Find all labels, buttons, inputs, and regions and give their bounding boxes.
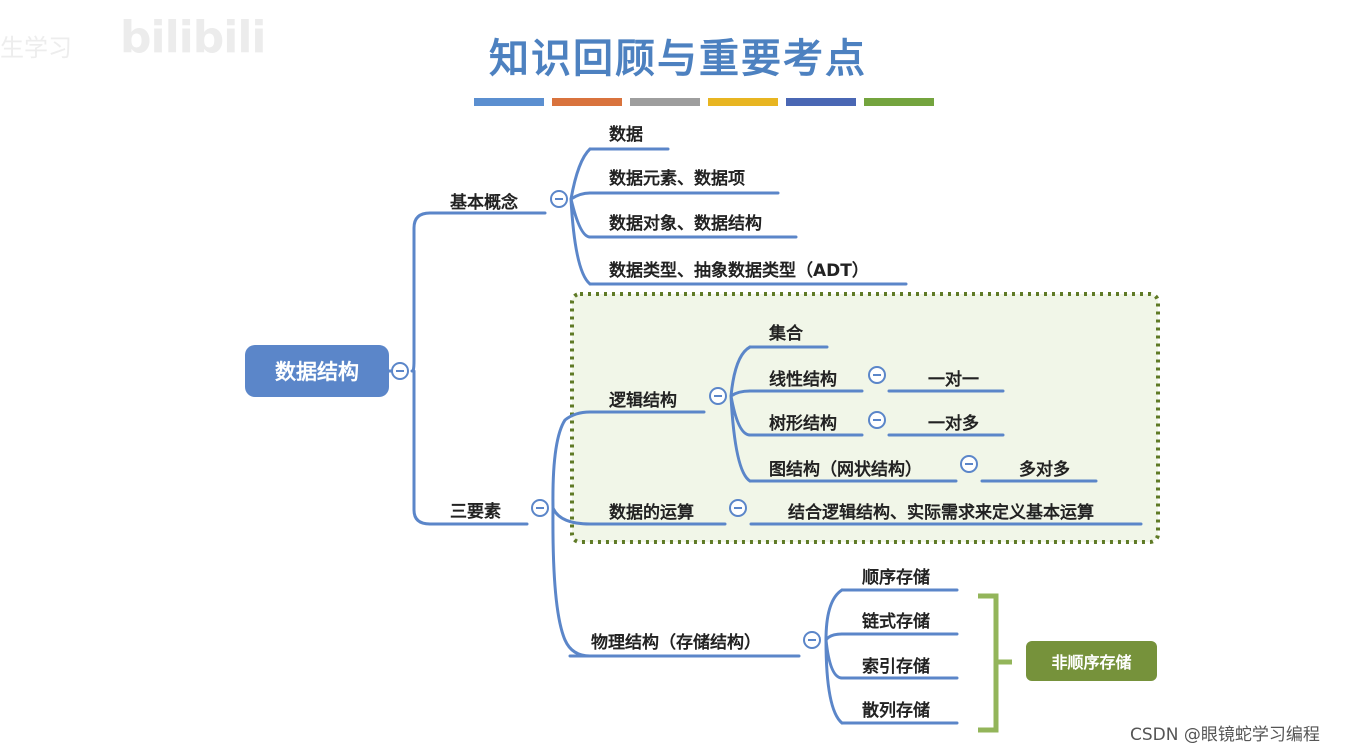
palette-segment <box>786 98 856 106</box>
connector-three <box>551 410 592 658</box>
node-logical-3[interactable]: 图结构（网状结构） <box>769 460 922 480</box>
palette-segment <box>864 98 934 106</box>
node-logical-1[interactable]: 线性结构 <box>769 370 837 390</box>
node-basic-3[interactable]: 数据类型、抽象数据类型（ADT） <box>609 261 869 281</box>
node-basic-0[interactable]: 数据 <box>609 125 643 145</box>
node-logical-2[interactable]: 树形结构 <box>769 414 837 434</box>
node-physical-0[interactable]: 顺序存储 <box>862 568 930 588</box>
color-palette-bar <box>474 98 934 106</box>
node-three[interactable]: 三要素 <box>450 502 501 522</box>
palette-segment <box>708 98 778 106</box>
node-rel-1[interactable]: 一对一 <box>928 370 979 390</box>
node-rel-2[interactable]: 一对多 <box>928 414 979 434</box>
node-physical-3[interactable]: 散列存储 <box>862 701 930 721</box>
node-ops-desc[interactable]: 结合逻辑结构、实际需求来定义基本运算 <box>788 503 1094 523</box>
node-basic-2[interactable]: 数据对象、数据结构 <box>609 214 762 234</box>
collapse-toggles <box>391 190 978 649</box>
collapse-minus-icon[interactable] <box>391 362 409 380</box>
node-physical[interactable]: 物理结构（存储结构） <box>591 633 761 653</box>
non-sequential-storage-node[interactable]: 非顺序存储 <box>1026 641 1157 681</box>
collapse-minus-icon[interactable] <box>803 631 821 649</box>
page-title: 知识回顾与重要考点 <box>489 36 867 82</box>
collapse-minus-icon[interactable] <box>531 499 549 517</box>
csdn-credit: CSDN @眼镜蛇学习编程 <box>1130 725 1320 745</box>
root-node[interactable]: 数据结构 <box>245 345 389 397</box>
connector-basic <box>569 147 592 286</box>
node-physical-1[interactable]: 链式存储 <box>862 612 930 632</box>
collapse-minus-icon[interactable] <box>550 190 568 208</box>
connector-physical <box>824 588 844 725</box>
node-basic[interactable]: 基本概念 <box>450 193 518 213</box>
collapse-minus-icon[interactable] <box>868 411 886 429</box>
palette-segment <box>552 98 622 106</box>
collapse-minus-icon[interactable] <box>709 387 727 405</box>
node-basic-1[interactable]: 数据元素、数据项 <box>609 169 745 189</box>
watermark-text: 生学习 <box>0 34 72 62</box>
bilibili-watermark: bilibili <box>120 12 266 63</box>
palette-segment <box>630 98 700 106</box>
node-ops[interactable]: 数据的运算 <box>609 503 694 523</box>
node-logical-0[interactable]: 集合 <box>769 324 803 344</box>
node-physical-2[interactable]: 索引存储 <box>862 657 930 677</box>
node-rel-3[interactable]: 多对多 <box>1019 460 1070 480</box>
connector-logical <box>729 345 752 483</box>
palette-segment <box>474 98 544 106</box>
collapse-minus-icon[interactable] <box>729 499 747 517</box>
bracket <box>978 593 1012 733</box>
collapse-minus-icon[interactable] <box>960 455 978 473</box>
collapse-minus-icon[interactable] <box>868 366 886 384</box>
node-logical[interactable]: 逻辑结构 <box>609 391 677 411</box>
